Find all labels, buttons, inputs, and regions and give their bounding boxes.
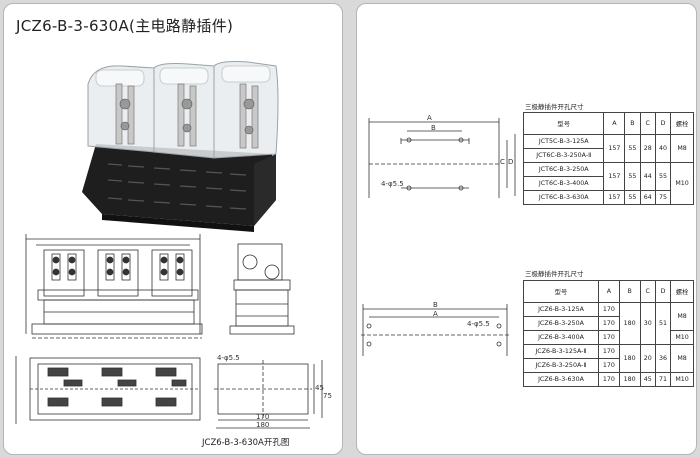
table-cell: JCT5C-B-3-125A	[522, 134, 605, 149]
table-cell: 170	[597, 358, 620, 373]
table-header: A	[597, 280, 620, 303]
table-cell: 55	[624, 134, 641, 163]
table-cell: 157	[603, 134, 626, 163]
drawing-caption: JCZ6-B-3-630A开孔图	[202, 438, 290, 448]
table-cell: JCT6C-B-3-250A-Ⅱ	[522, 148, 605, 163]
dim-A-top: A	[427, 114, 432, 122]
table-cell: JCZ6-B-3-630A	[523, 372, 599, 387]
hole-label-top: 4-φ5.5	[381, 180, 404, 188]
table-cell: 170	[597, 330, 620, 345]
table-cell: 36	[654, 344, 672, 373]
table-cell: JCZ6-B-3-125A	[523, 302, 599, 317]
dim-75-label: 75	[323, 392, 332, 400]
table-row: JCZ6-B-3-630A 170 180 45 71 M10	[523, 372, 694, 387]
table-cell: M10	[670, 330, 694, 345]
table-cell: JCT6C-B-3-630A	[522, 190, 605, 205]
left-drawings	[15, 61, 323, 429]
table-cell: 55	[624, 190, 641, 205]
table-row: JCZ6-B-3-400A 170 M10	[523, 330, 694, 345]
hole-label-bottom: 4-φ5.5	[467, 320, 490, 328]
dim-45-label: 45	[315, 384, 324, 392]
product-photo	[82, 61, 279, 232]
table-header: 型号	[522, 112, 605, 135]
table-cell: M8	[670, 134, 694, 163]
table-cell: 180	[618, 302, 641, 345]
dim-C-top: C	[500, 158, 505, 166]
table-cell: JCZ6-B-3-250A-Ⅱ	[523, 358, 599, 373]
table-cell: 51	[654, 302, 672, 345]
table-cell: 180	[618, 344, 641, 373]
table-row: JCZ6-B-3-125A-Ⅱ 170 180 20 36 M8	[523, 344, 694, 373]
dim-D-top: D	[508, 158, 514, 166]
table-cell: JCT6C-B-3-250A	[522, 162, 605, 177]
table-row: JCT6C-B-3-630A 157 55 64 75	[522, 190, 694, 205]
right-panel: A B C D 4-φ5.5 B A 4-φ5.5 三极静插件开孔尺寸 型号 A…	[356, 3, 697, 455]
table-cell: M10	[670, 162, 694, 205]
table-cell: 75	[654, 190, 672, 205]
table-cell: 170	[597, 372, 620, 387]
hole-dim-label: 4-φ5.5	[217, 354, 240, 362]
table-header: C	[639, 112, 656, 135]
table-header: B	[618, 280, 641, 303]
table-header-row: 型号 A B C D 螺栓	[522, 112, 694, 135]
dim-180-label: 180	[256, 421, 270, 429]
page-title: JCZ6-B-3-630A(主电路静插件)	[16, 17, 234, 35]
table-cell: 44	[639, 162, 656, 191]
left-panel: JCZ6-B-3-630A(主电路静插件)	[3, 3, 343, 455]
table-cell: 180	[618, 372, 641, 387]
table-row: JCZ6-B-3-125A 170 180 30 51 M8	[523, 302, 694, 345]
table-cell: 64	[639, 190, 656, 205]
table-cell: 55	[654, 162, 672, 191]
spec-table-2: 型号 A B C D 螺栓 JCZ6-B-3-125A 170 180 30 5…	[523, 280, 694, 387]
table-cell: M8	[670, 302, 694, 331]
table-header-row: 型号 A B C D 螺栓	[523, 280, 694, 303]
table-cell: 157	[603, 190, 626, 205]
spec-table-1: 型号 A B C D 螺栓 JCT5C-B-3-125A 157 55 28 4…	[522, 112, 694, 205]
table-cell: M8	[670, 344, 694, 373]
table-header: 螺栓	[670, 280, 694, 303]
table2-caption: 三极静插件开孔尺寸	[525, 270, 584, 278]
table-header: D	[654, 280, 672, 303]
table1-caption: 三极静插件开孔尺寸	[525, 103, 584, 111]
table-cell: 28	[639, 134, 656, 163]
table-cell: 40	[654, 134, 672, 163]
table-cell: 170	[597, 302, 620, 317]
bottom-cutout-drawing	[361, 304, 509, 356]
table-cell: JCT6C-B-3-400A	[522, 176, 605, 191]
table-cell: JCZ6-B-3-250A	[523, 316, 599, 331]
table-cell: 45	[639, 372, 656, 387]
table-header: C	[639, 280, 656, 303]
table-cell: M10	[670, 372, 694, 387]
front-view-drawing	[25, 234, 295, 339]
dim-170-label: 170	[256, 413, 270, 421]
table-cell: 55	[624, 162, 641, 191]
dim-B-bottom: B	[433, 301, 438, 309]
table-header: 型号	[523, 280, 599, 303]
table-cell: 157	[603, 162, 626, 191]
table-cell: 170	[597, 344, 620, 359]
table-row: JCZ6-B-3-250A 170	[523, 316, 694, 331]
table-cell: 170	[597, 316, 620, 331]
table-header: 螺栓	[670, 112, 694, 135]
table-row: JCT6C-B-3-250A 157 55 44 55 M10	[522, 162, 694, 205]
table-cell: 20	[639, 344, 656, 373]
top-cutout-drawing	[368, 118, 516, 198]
table-header: A	[603, 112, 626, 135]
bottom-plan-drawing	[15, 356, 323, 429]
table-row: JCT5C-B-3-125A 157 55 28 40 M8	[522, 134, 694, 163]
table-cell: JCZ6-B-3-400A	[523, 330, 599, 345]
dim-A-bottom: A	[433, 310, 438, 318]
dim-B-top: B	[431, 124, 436, 132]
table-cell: JCZ6-B-3-125A-Ⅱ	[523, 344, 599, 359]
table-cell: 71	[654, 372, 672, 387]
table-header: D	[654, 112, 672, 135]
table-header: B	[624, 112, 641, 135]
table-cell: 30	[639, 302, 656, 345]
right-drawings	[361, 118, 516, 356]
